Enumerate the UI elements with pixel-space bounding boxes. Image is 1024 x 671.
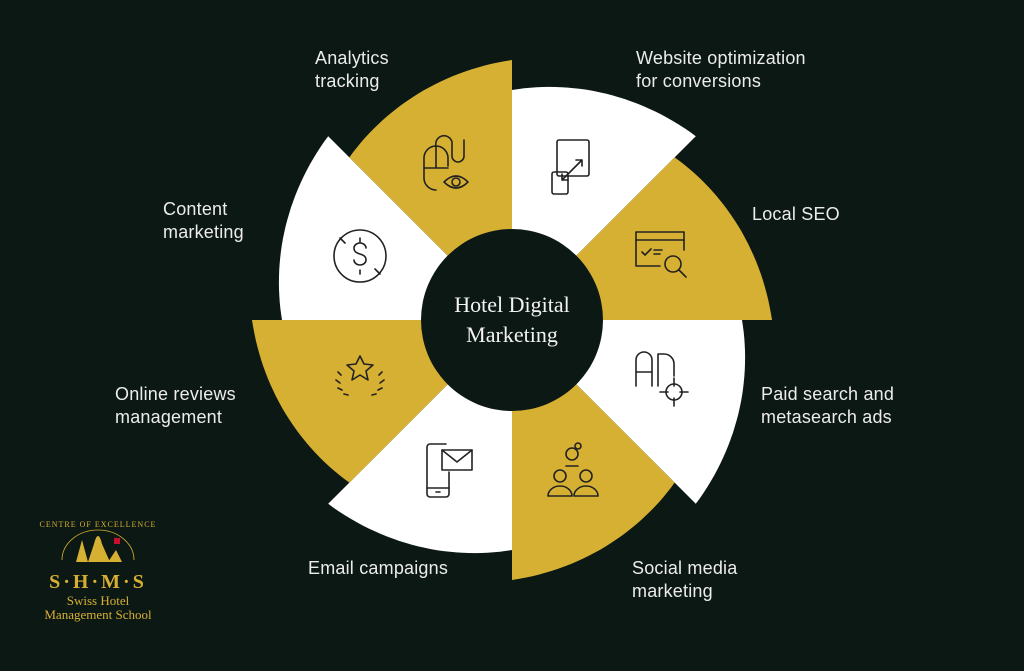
- label-line: Content: [163, 199, 228, 219]
- label-social: Social media marketing: [632, 557, 737, 603]
- shms-logo: CENTRE OF EXCELLENCE S·H·M·S Swiss Hotel…: [36, 520, 160, 622]
- logo-name-line1: Swiss Hotel: [66, 593, 130, 608]
- label-line: marketing: [632, 581, 713, 601]
- people-network-icon: [542, 438, 606, 502]
- label-line: for conversions: [636, 71, 762, 91]
- logo-abbr: S·H·M·S: [49, 571, 147, 593]
- mouse-eye-icon: [416, 134, 480, 198]
- label-line: Local SEO: [752, 204, 840, 224]
- logo-arc-text: CENTRE OF EXCELLENCE: [39, 520, 157, 529]
- label-local-seo: Local SEO: [752, 203, 840, 226]
- center-title-line2: Marketing: [466, 322, 558, 347]
- browser-search-icon: [628, 222, 692, 286]
- logo-name-line2: Management School: [44, 607, 152, 622]
- label-paid-search: Paid search and metasearch ads: [761, 383, 894, 429]
- label-email: Email campaigns: [308, 557, 448, 580]
- logo-emblem: [61, 529, 135, 562]
- label-line: tracking: [315, 71, 380, 91]
- label-line: management: [115, 407, 223, 427]
- label-line: Website optimization: [636, 48, 806, 68]
- center-title-line1: Hotel Digital: [454, 292, 570, 317]
- label-analytics: Analytics tracking: [315, 47, 389, 93]
- phone-mail-icon: [416, 438, 480, 502]
- label-line: Analytics: [315, 48, 389, 68]
- label-line: Email campaigns: [308, 558, 449, 578]
- label-content: Content marketing: [163, 198, 244, 244]
- dollar-coin-icon: [328, 224, 392, 288]
- label-reviews: Online reviews management: [115, 383, 236, 429]
- star-laurel-icon: [328, 346, 392, 410]
- center-circle: [421, 229, 603, 411]
- label-line: Social media: [632, 558, 738, 578]
- label-line: Online reviews: [115, 384, 236, 404]
- label-line: metasearch ads: [761, 407, 892, 427]
- resize-devices-icon: [542, 136, 606, 200]
- ad-target-icon: [628, 346, 692, 410]
- label-website: Website optimization for conversions: [636, 47, 806, 93]
- label-line: marketing: [163, 222, 244, 242]
- label-line: Paid search and: [761, 384, 895, 404]
- center-title: Hotel Digital Marketing: [422, 290, 602, 350]
